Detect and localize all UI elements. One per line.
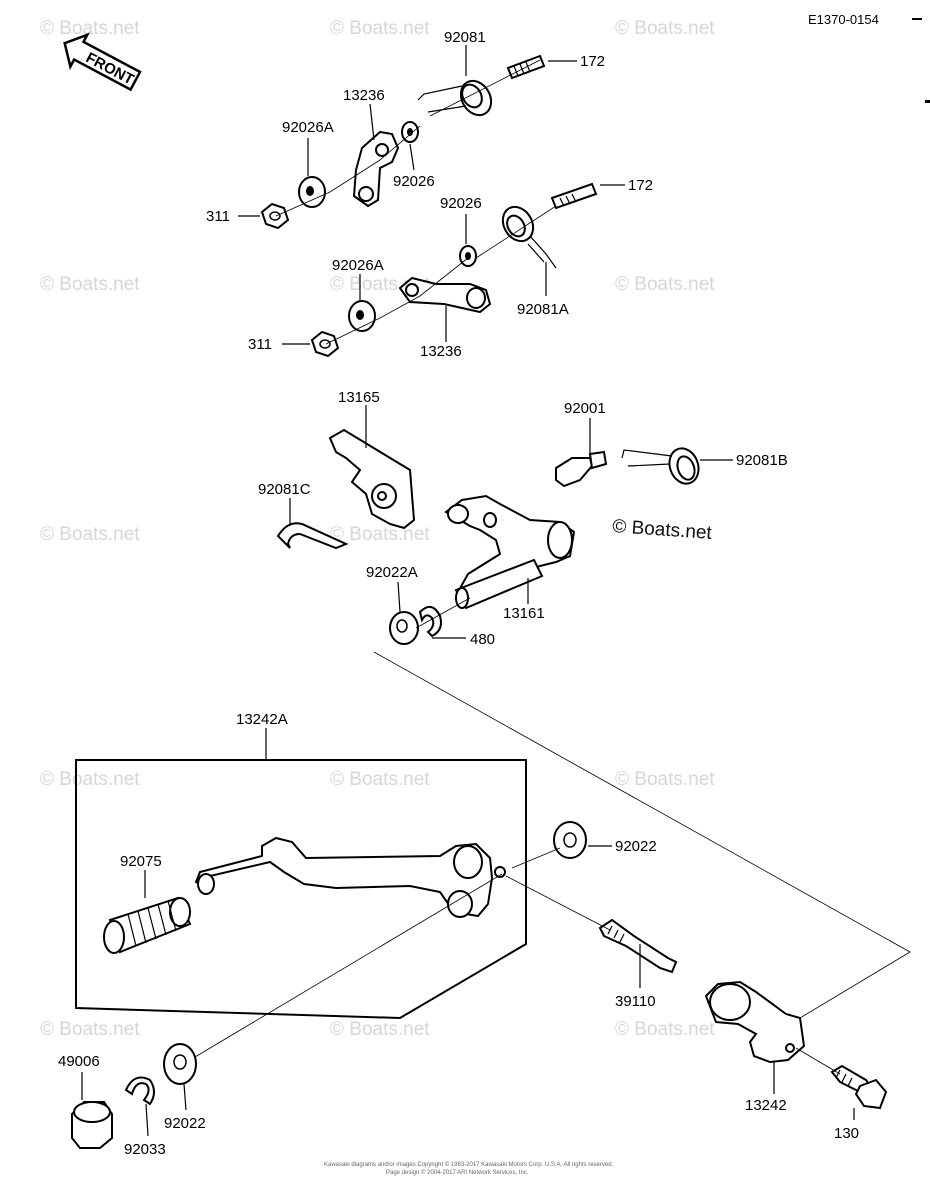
label-49006: 49006 bbox=[58, 1053, 100, 1070]
lever-13236-upper bbox=[352, 130, 400, 208]
watermark: © Boats.net bbox=[615, 18, 715, 39]
bolt-130 bbox=[830, 1064, 888, 1110]
pedal-arm bbox=[194, 836, 506, 918]
washer-hole bbox=[396, 619, 408, 633]
label-13242A: 13242A bbox=[236, 711, 288, 728]
watermark: © Boats.net bbox=[40, 18, 140, 39]
washer-hole bbox=[465, 252, 471, 260]
rubber-92075 bbox=[103, 896, 192, 954]
shaft-13161 bbox=[444, 494, 576, 610]
label-92081-top: 92081 bbox=[444, 29, 486, 46]
label-92026A-mid: 92026A bbox=[332, 257, 384, 274]
assembly-guide-line bbox=[373, 651, 911, 1019]
copyright-line-1: Kawasaki diagrams and/or images Copyrigh… bbox=[324, 1161, 614, 1168]
nut-hole bbox=[269, 211, 281, 221]
watermark: © Boats.net bbox=[615, 769, 715, 790]
watermark: © Boats.net bbox=[330, 524, 430, 545]
watermark: © Boats.net bbox=[40, 769, 140, 790]
stud-172-mid bbox=[550, 182, 598, 210]
washer-hole bbox=[306, 186, 314, 196]
pin-92001 bbox=[555, 450, 608, 488]
label-130: 130 bbox=[834, 1125, 859, 1142]
spring-92081 bbox=[417, 79, 493, 117]
label-480: 480 bbox=[470, 631, 495, 648]
label-92075: 92075 bbox=[120, 853, 162, 870]
label-172-mid: 172 bbox=[628, 177, 653, 194]
label-92022-right: 92022 bbox=[615, 838, 657, 855]
diagram-code: E1370-0154 bbox=[808, 12, 879, 27]
watermark: © Boats.net bbox=[40, 524, 140, 545]
washer-hole bbox=[563, 832, 577, 848]
label-92081C: 92081C bbox=[258, 481, 311, 498]
nut-hole bbox=[319, 339, 331, 349]
edge-tick bbox=[925, 100, 930, 103]
watermark: © Boats.net bbox=[330, 1019, 430, 1040]
watermark-dark: © Boats.net bbox=[612, 516, 713, 544]
watermark: © Boats.net bbox=[40, 274, 140, 295]
label-92026-mid: 92026 bbox=[440, 195, 482, 212]
clip-92081C bbox=[276, 522, 349, 550]
assembly-box-13242A bbox=[75, 759, 527, 1020]
spring-92081B bbox=[621, 447, 700, 485]
label-39110: 39110 bbox=[615, 993, 656, 1010]
label-92026-top: 92026 bbox=[393, 173, 435, 190]
edge-tick bbox=[912, 18, 922, 20]
label-13242: 13242 bbox=[745, 1097, 787, 1114]
watermark: © Boats.net bbox=[40, 1019, 140, 1040]
arm-13242 bbox=[704, 980, 806, 1064]
cap-49006 bbox=[71, 1101, 113, 1149]
watermark: © Boats.net bbox=[615, 1019, 715, 1040]
label-13236-mid: 13236 bbox=[420, 343, 462, 360]
label-92026A-top: 92026A bbox=[282, 119, 334, 136]
watermark: © Boats.net bbox=[615, 274, 715, 295]
label-92001: 92001 bbox=[564, 400, 606, 417]
label-92022A: 92022A bbox=[366, 564, 418, 581]
circlip-480 bbox=[418, 605, 442, 638]
label-311-mid: 311 bbox=[248, 336, 272, 353]
washer-hole bbox=[356, 310, 364, 320]
watermark: © Boats.net bbox=[330, 769, 430, 790]
watermark: © Boats.net bbox=[330, 18, 430, 39]
spring-92081A bbox=[501, 205, 557, 269]
label-172-top: 172 bbox=[580, 53, 605, 70]
label-92033: 92033 bbox=[124, 1141, 166, 1158]
label-92022-bottom: 92022 bbox=[164, 1115, 206, 1132]
plate-13165 bbox=[328, 428, 416, 530]
label-13236-top: 13236 bbox=[343, 87, 385, 104]
label-311-top: 311 bbox=[206, 208, 230, 225]
washer-hole bbox=[173, 1054, 187, 1070]
label-13161: 13161 bbox=[503, 605, 545, 622]
label-13165: 13165 bbox=[338, 389, 380, 406]
circlip-92033 bbox=[124, 1076, 155, 1106]
washer-hole bbox=[407, 128, 413, 136]
rod-39110 bbox=[598, 918, 678, 974]
lever-13236-mid bbox=[398, 276, 492, 314]
label-92081B: 92081B bbox=[736, 452, 788, 469]
label-92081A: 92081A bbox=[517, 301, 569, 318]
copyright-line-2: Page design © 2004-2017 ARI Network Serv… bbox=[386, 1169, 529, 1176]
watermark-layer: © Boats.net © Boats.net © Boats.net © Bo… bbox=[40, 18, 715, 1040]
